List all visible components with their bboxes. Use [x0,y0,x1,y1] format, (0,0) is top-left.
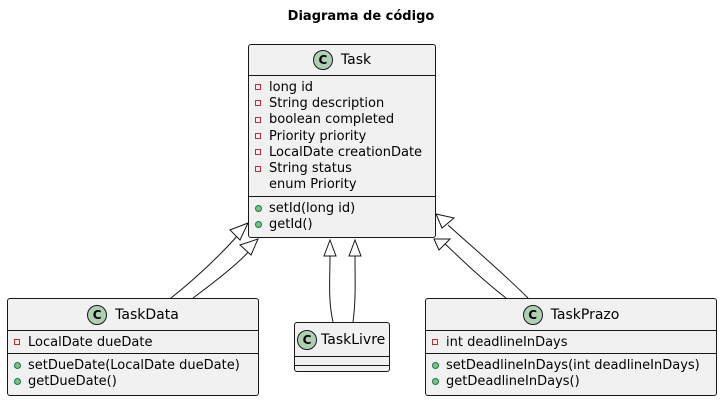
method-row: setDueDate(LocalDate dueDate) [14,357,258,373]
class-taskprazo[interactable]: C TaskPrazo int deadlineInDays setDeadli… [425,298,717,396]
class-badge-icon: C [312,50,333,70]
class-task-fields: long id String description boolean compl… [249,76,435,198]
class-badge-icon: C [87,304,108,325]
field-row: int deadlineInDays [432,334,716,350]
class-badge-icon: C [297,329,317,350]
edge-taskdata-task-1 [170,234,239,299]
arrowhead-taskprazo-2 [435,213,456,229]
class-tasklivre-fields [295,357,389,366]
class-taskprazo-methods: setDeadlineInDays(int deadlineInDays) ge… [426,354,716,393]
field-row: LocalDate creationDate [255,144,435,160]
class-tasklivre[interactable]: C TaskLivre [294,322,390,372]
arrowhead-taskdata-2 [239,238,259,256]
class-tasklivre-header: C TaskLivre [295,323,389,357]
edge-taskprazo-task-2 [447,224,529,299]
method-row: getDeadlineInDays() [432,374,716,390]
class-badge-icon: C [522,304,543,325]
method-row: getDueDate() [14,374,258,390]
arrowhead-taskdata-1 [229,222,249,241]
class-name: TaskData [115,306,179,323]
edge-tasklivre-task-2 [352,255,356,323]
class-taskdata-header: C TaskData [8,299,258,331]
private-marker-icon [255,149,261,156]
public-marker-icon [432,378,439,386]
private-marker-icon [432,339,438,346]
public-marker-icon [432,361,439,369]
class-task-methods: setId(long id) getId() [249,197,435,236]
public-marker-icon [255,221,262,229]
edge-tasklivre-task-1 [329,255,334,323]
public-marker-icon [14,361,21,369]
private-marker-icon [255,165,261,172]
field-row: long id [255,79,435,95]
arrowhead-taskprazo-1 [433,238,452,251]
class-name: TaskPrazo [550,306,620,323]
public-marker-icon [255,204,262,212]
field-row: enum Priority [269,177,357,193]
field-row: String status [255,160,435,176]
method-row: getId() [255,216,435,232]
class-task-header: C Task [249,45,435,76]
field-row: LocalDate dueDate [14,334,258,350]
arrowhead-tasklivre-1 [323,238,337,257]
class-taskdata-fields: LocalDate dueDate [8,331,258,355]
field-row: boolean completed [255,112,435,128]
field-row: Priority priority [255,128,435,144]
edge-taskprazo-task-1 [441,240,507,299]
class-taskdata-methods: setDueDate(LocalDate dueDate) getDueDate… [8,354,258,393]
method-row: setId(long id) [255,200,435,216]
arrowhead-tasklivre-2 [348,238,362,257]
class-taskprazo-fields: int deadlineInDays [426,331,716,355]
private-marker-icon [255,84,261,91]
private-marker-icon [255,116,261,123]
class-name: TaskLivre [321,331,386,348]
private-marker-icon [255,133,261,140]
private-marker-icon [255,100,261,107]
diagram-title: Diagrama de código [287,9,435,24]
method-row: setDeadlineInDays(int deadlineInDays) [432,357,716,373]
class-taskdata[interactable]: C TaskData LocalDate dueDate setDueDate(… [7,298,259,396]
class-tasklivre-methods [295,366,389,373]
private-marker-icon [14,339,20,346]
class-task[interactable]: C Task long id String description boolea… [248,44,436,238]
public-marker-icon [14,378,21,386]
class-taskprazo-header: C TaskPrazo [426,299,716,331]
class-name: Task [340,52,372,68]
field-row: String description [255,95,435,111]
edge-taskdata-task-2 [192,249,251,299]
